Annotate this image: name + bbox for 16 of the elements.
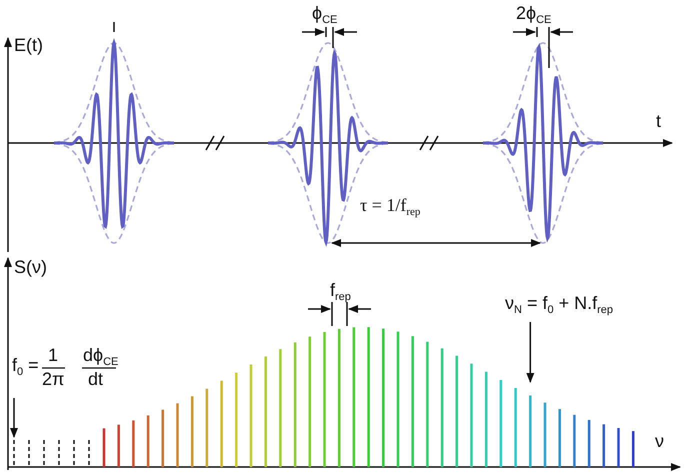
axis-label: τ = 1/f$_{rep}$ (360, 196, 420, 218)
formula-text: 1 (48, 346, 58, 364)
pointer-arrow (526, 322, 534, 383)
axis-label: t (656, 112, 662, 130)
axis-label: S(ν) (14, 258, 47, 276)
pointer-arrow (10, 398, 18, 438)
axis-label: ν (655, 432, 664, 450)
formula-text: ν$_{N}$ = f$_{0}$ + N.f$_{rep}$ (505, 294, 614, 316)
axis-label: ϕ$_{CE}$ (312, 4, 338, 26)
axis-label: f$_{rep}$ (330, 281, 351, 303)
formula-text: dϕ$_{CE}$ (83, 346, 118, 368)
formula-text: f$_{0}$ = (12, 356, 39, 378)
axis-label: 2ϕ$_{CE}$ (516, 4, 552, 26)
axis-label: E(t) (14, 36, 43, 54)
formula-text: 2π (42, 370, 64, 388)
formula-text: dt (88, 370, 104, 388)
